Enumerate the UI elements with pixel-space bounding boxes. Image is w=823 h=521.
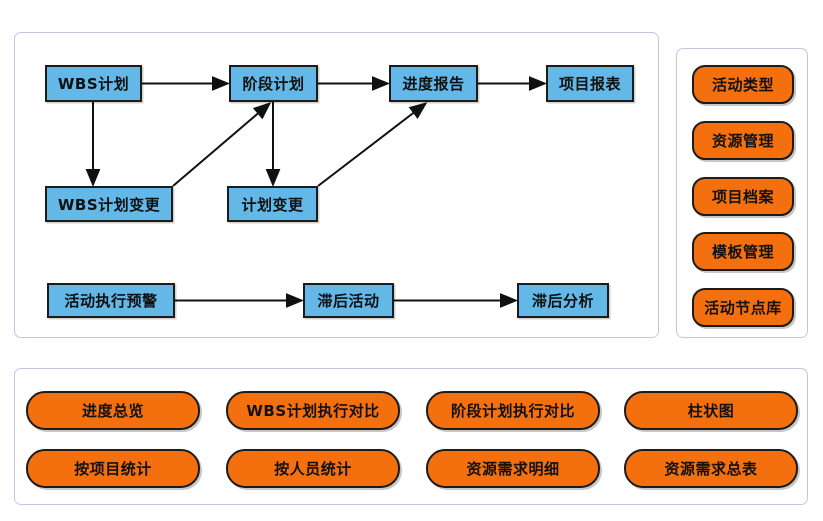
report-button-stats-by-project[interactable]: 按项目统计 [26,449,200,488]
node-label: 阶段计划 [242,75,305,93]
node-label: WBS计划 [57,75,130,93]
sidebar-item-resource-mgmt[interactable]: 资源管理 [692,121,794,160]
report-button-stage-plan-compare[interactable]: 阶段计划执行对比 [426,391,600,430]
report-button-resource-demand-detail[interactable]: 资源需求明细 [426,449,600,488]
report-button-label: 按人员统计 [274,460,352,478]
sidebar-panel: 活动类型 资源管理 项目档案 模板管理 活动节点库 [676,48,808,338]
node-delayed-activity[interactable]: 滞后活动 [303,283,394,318]
node-wbs-plan-change[interactable]: WBS计划变更 [45,186,173,222]
arrow-wbs-plan-change-to-stage-plan [172,102,272,187]
report-button-label: 柱状图 [687,402,735,420]
node-plan-change[interactable]: 计划变更 [227,186,318,222]
report-button-stats-by-person[interactable]: 按人员统计 [226,449,400,488]
node-label: 计划变更 [241,195,304,214]
sidebar-item-label: 模板管理 [711,243,774,261]
node-label: 项目报表 [558,75,621,93]
sidebar-item-project-archive[interactable]: 项目档案 [692,177,794,216]
report-button-label: 资源需求总表 [664,460,758,478]
node-project-report[interactable]: 项目报表 [546,65,634,102]
node-stage-plan[interactable]: 阶段计划 [229,65,318,102]
node-label: 滞后活动 [317,292,380,310]
sidebar-item-label: 活动类型 [711,76,774,94]
report-button-label: 进度总览 [81,402,144,420]
report-button-label: 按项目统计 [74,460,152,478]
report-button-resource-demand-summary[interactable]: 资源需求总表 [624,449,798,488]
node-label: 活动执行预警 [64,292,158,310]
sidebar-item-label: 资源管理 [711,132,774,150]
sidebar-item-activity-node-lib[interactable]: 活动节点库 [692,288,794,327]
node-activity-warning[interactable]: 活动执行预警 [47,283,175,318]
sidebar-item-label: 项目档案 [711,188,774,206]
report-button-bar-chart[interactable]: 柱状图 [624,391,798,430]
report-button-label: 资源需求明细 [466,460,560,478]
report-button-label: WBS计划执行对比 [246,402,380,420]
flow-diagram-panel: WBS计划 阶段计划 进度报告 项目报表 WBS计划变更 计划变更 活动执行预警… [14,32,659,338]
reports-panel: 进度总览 WBS计划执行对比 阶段计划执行对比 柱状图 按项目统计 按人员统计 … [14,368,808,505]
sidebar-item-template-mgmt[interactable]: 模板管理 [692,232,794,271]
report-button-progress-overview[interactable]: 进度总览 [26,391,200,430]
node-label: 进度报告 [402,75,465,93]
arrow-plan-change-to-progress-report [317,102,428,187]
node-delay-analysis[interactable]: 滞后分析 [517,283,609,318]
report-button-wbs-plan-compare[interactable]: WBS计划执行对比 [226,391,400,430]
node-label: WBS计划变更 [57,195,161,214]
node-label: 滞后分析 [531,292,594,310]
sidebar-item-label: 活动节点库 [704,299,782,317]
report-button-label: 阶段计划执行对比 [450,402,575,420]
sidebar-item-activity-type[interactable]: 活动类型 [692,65,794,104]
node-progress-report[interactable]: 进度报告 [389,65,478,102]
node-wbs-plan[interactable]: WBS计划 [45,65,142,102]
